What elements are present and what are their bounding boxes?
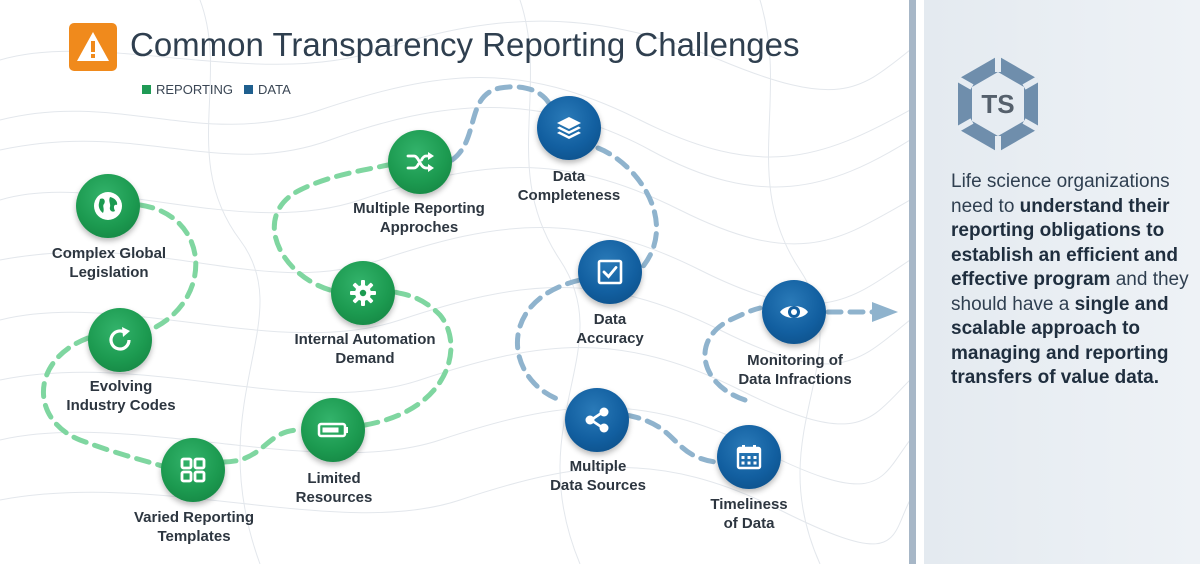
legend-item-data: DATA — [244, 82, 291, 97]
eye-icon — [780, 306, 808, 318]
share-icon — [585, 407, 609, 433]
legend-label: DATA — [258, 82, 291, 97]
reporting-path — [271, 162, 391, 293]
shuffle-icon — [406, 152, 434, 172]
reporting-path — [41, 335, 165, 469]
reporting-path — [220, 427, 303, 465]
legend-swatch — [142, 85, 151, 94]
node-monitoring-of-data-infractions — [762, 280, 826, 344]
data-path — [623, 412, 718, 465]
warning-icon — [69, 23, 117, 71]
node-timeliness-of-data — [717, 425, 781, 489]
legend-label: REPORTING — [156, 82, 234, 97]
data-path — [449, 84, 553, 163]
gear-icon — [350, 280, 376, 306]
battery-icon — [317, 422, 348, 438]
legend-swatch — [244, 85, 253, 94]
summary-segment: and they should have a — [951, 269, 1189, 315]
node-varied-reporting-templates — [161, 438, 225, 502]
refresh-icon — [109, 327, 131, 351]
layers-icon — [557, 117, 581, 139]
node-internal-automation-demand — [331, 261, 395, 325]
node-data-completeness — [537, 96, 601, 160]
globe-icon — [94, 192, 122, 220]
node-multiple-data-sources — [565, 388, 629, 452]
page-title: Common Transparency Reporting Challenges — [130, 26, 800, 63]
summary-segment: Life science organizations need to — [951, 171, 1170, 217]
panel-divider — [909, 0, 916, 564]
summary-text: Life science organizations need to under… — [951, 170, 1191, 391]
legend-item-reporting: REPORTING — [142, 82, 233, 97]
data-path — [702, 305, 763, 403]
data-path — [595, 145, 660, 273]
arrow-head-icon — [872, 302, 898, 322]
grid-icon — [180, 457, 206, 483]
node-multiple-reporting-approches — [388, 130, 452, 194]
logo-text: TS — [981, 89, 1014, 119]
node-evolving-industry-codes — [88, 308, 152, 372]
reporting-path — [137, 202, 199, 333]
calendar-icon — [736, 445, 762, 470]
reporting-path — [362, 289, 454, 428]
checkbox-icon — [597, 259, 623, 285]
flow-paths — [41, 84, 898, 469]
node-complex-global-legislation — [76, 174, 140, 238]
node-data-accuracy — [578, 240, 642, 304]
summary-segment-bold: understand their reporting obligations t… — [951, 195, 1178, 291]
data-path — [515, 277, 583, 403]
summary-segment-bold: single and scalable approach to managing… — [951, 293, 1169, 389]
ts-logo: TS — [956, 56, 1040, 152]
node-limited-resources — [301, 398, 365, 462]
